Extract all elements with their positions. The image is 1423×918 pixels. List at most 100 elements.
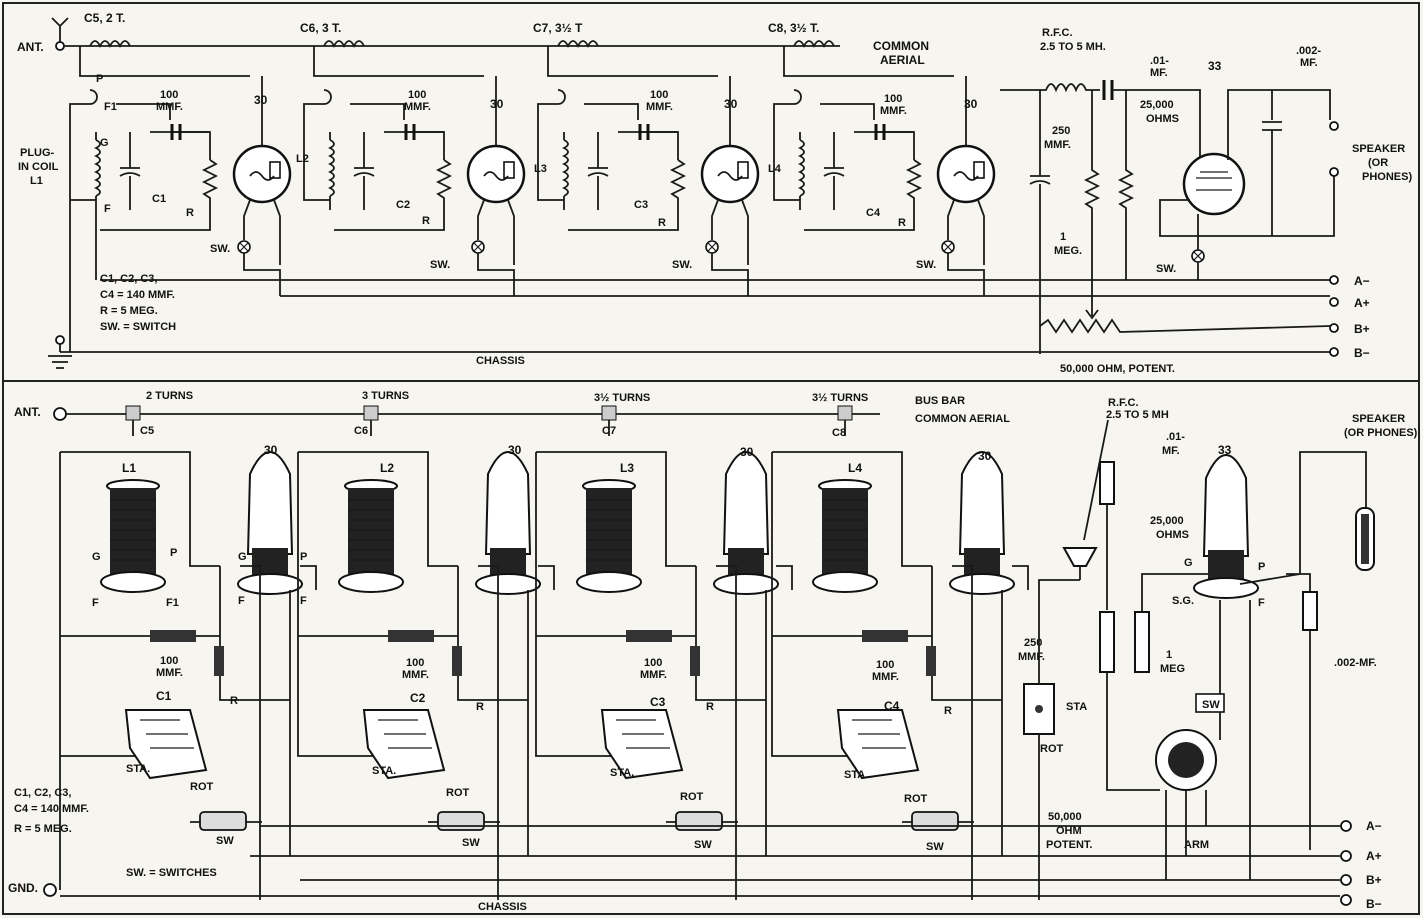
common-aerial-label-2: AERIAL (880, 53, 925, 67)
c8-label: C8, 3½ T. (768, 21, 819, 35)
sta-pic-4: STA. (844, 769, 868, 781)
pic-sta-250: STA (1066, 701, 1087, 713)
cap-002-label-1: .002- (1296, 45, 1321, 57)
cap-100-pic-3b: MMF. (640, 669, 667, 681)
a-minus-label: A− (1354, 274, 1370, 288)
rot-pic-1: ROT (190, 781, 214, 793)
c1-pic-label: C1 (156, 689, 172, 703)
pic-note-4: SW. = SWITCHES (126, 867, 217, 879)
tube-30-label-3: 30 (724, 97, 738, 111)
tube-30-icon (232, 144, 292, 204)
potentiometer-icon (1039, 318, 1331, 334)
detector-stage-1 (69, 40, 292, 296)
r-pic-2: R (476, 701, 484, 713)
potent-label: 50,000 OHM, POTENT. (1060, 363, 1175, 375)
rot-pic-3: ROT (680, 791, 704, 803)
l3-label: L3 (534, 163, 547, 175)
grid-leak-resistor-icon (214, 646, 224, 676)
note-4: SW. = SWITCH (100, 321, 176, 333)
meg-label-1: 1 (1060, 231, 1066, 243)
cap-002-mf-icon (1302, 591, 1318, 631)
c6-pic-label: C6 (354, 425, 368, 437)
r-label-1: R (186, 207, 194, 219)
sw-pic-2: SW (462, 837, 480, 849)
l4-label: L4 (768, 163, 782, 175)
g-pic-1: G (92, 551, 101, 563)
c4-pic-label: C4 (884, 699, 900, 713)
plug-in-coil-3: L1 (30, 175, 43, 187)
pictorial-output-section: R.F.C. 2.5 TO 5 MH .01- MF. 25,000 OHMS … (1018, 397, 1418, 900)
power-terminals: A− A+ B+ B− (1329, 274, 1370, 360)
note-2: C4 = 140 MMF. (100, 289, 175, 301)
plug-in-coil-2: IN COIL (18, 161, 59, 173)
speaker-label-2: (OR (1368, 157, 1388, 169)
cap-250-label-1: 250 (1052, 125, 1070, 137)
speaker-terminal-2 (1329, 167, 1339, 177)
c1-label: C1 (152, 193, 166, 205)
pic-speaker-1: SPEAKER (1352, 413, 1405, 425)
f-pin-1: F (104, 203, 111, 215)
f-pic-1: F (92, 597, 99, 609)
res-25000-label-2: OHMS (1146, 113, 1179, 125)
l4-pic-label: L4 (848, 461, 862, 475)
sw-label-5: SW. (1156, 263, 1176, 275)
turns-label-3: 3½ TURNS (594, 392, 650, 404)
cap-100-2b: MMF. (404, 101, 431, 113)
pic-note-1: C1, C2, C3, (14, 787, 71, 799)
note-1: C1, C2, C3, (100, 273, 157, 285)
tube-30-label-1: 30 (254, 93, 268, 107)
bus-bar-label-1: BUS BAR (915, 395, 965, 407)
pic-speaker-2: (OR PHONES) (1344, 427, 1418, 439)
pictorial-stage-1 (59, 405, 317, 900)
ant-terminal (55, 41, 65, 51)
cap-100-mmf-icon (150, 630, 196, 642)
tube-30-icon (246, 451, 294, 555)
sta-pic-1: STA. (126, 763, 150, 775)
pic-chassis-label: CHASSIS (478, 901, 527, 913)
pic-tube-33-label: 33 (1218, 443, 1232, 457)
pic-cap-01-1: .01- (1166, 431, 1185, 443)
plug-in-coil-icon (110, 488, 156, 580)
l1-pic-label: L1 (122, 461, 136, 475)
sw-label-4: SW. (916, 259, 936, 271)
pic-arm: ARM (1184, 839, 1209, 851)
output-stage: R.F.C. 2.5 TO 5 MH. .01- MF. 250 MMF. 25… (1000, 27, 1412, 354)
c8-pic-label: C8 (832, 427, 846, 439)
ant-binding-post (53, 407, 67, 421)
ground-icon (48, 340, 72, 369)
r-label-4: R (898, 217, 906, 229)
sta-pic-2: STA. (372, 765, 396, 777)
p-tube-pic-1: P (300, 551, 307, 563)
p-pic-1: P (170, 547, 177, 559)
resistor-1meg-icon (1134, 611, 1150, 673)
cap-100-pic-2a: 100 (406, 657, 424, 669)
pictorial-diagram: ANT. BUS BAR COMMON AERIAL (8, 390, 1418, 913)
r-label-3: R (658, 217, 666, 229)
pic-rot-250: ROT (1040, 743, 1064, 755)
r-pic-4: R (944, 705, 952, 717)
pic-cap-002: .002-MF. (1334, 657, 1377, 669)
plug-in-coil-1: PLUG- (20, 147, 55, 159)
cap-100-pic-3a: 100 (644, 657, 662, 669)
cap-100-pic-1a: 100 (160, 655, 178, 667)
pic-gnd-label: GND. (8, 881, 38, 895)
cap-100-pic-2b: MMF. (402, 669, 429, 681)
resistor-25000-icon (1099, 611, 1115, 673)
tube-33-icon (1182, 152, 1246, 216)
l2-pic-label: L2 (380, 461, 394, 475)
speaker-terminal-1 (1329, 121, 1339, 131)
pic-potent-2: OHM (1056, 825, 1082, 837)
f-tube-pic-1b: F (300, 595, 307, 607)
c3-pic-label: C3 (650, 695, 666, 709)
pic-a-plus: A+ (1366, 849, 1382, 863)
meg-label-2: MEG. (1054, 245, 1082, 257)
c5-coil-icon (89, 40, 131, 49)
pic-meg-2: MEG (1160, 663, 1185, 675)
bus-bar-label-2: COMMON AERIAL (915, 413, 1010, 425)
c2-pic-label: C2 (410, 691, 426, 705)
sw-pic-4: SW (926, 841, 944, 853)
gnd-binding-post (43, 883, 57, 897)
cap-01-label-1: .01- (1150, 55, 1169, 67)
tube-33-icon (1202, 454, 1250, 557)
res-25000-label-1: 25,000 (1140, 99, 1174, 111)
